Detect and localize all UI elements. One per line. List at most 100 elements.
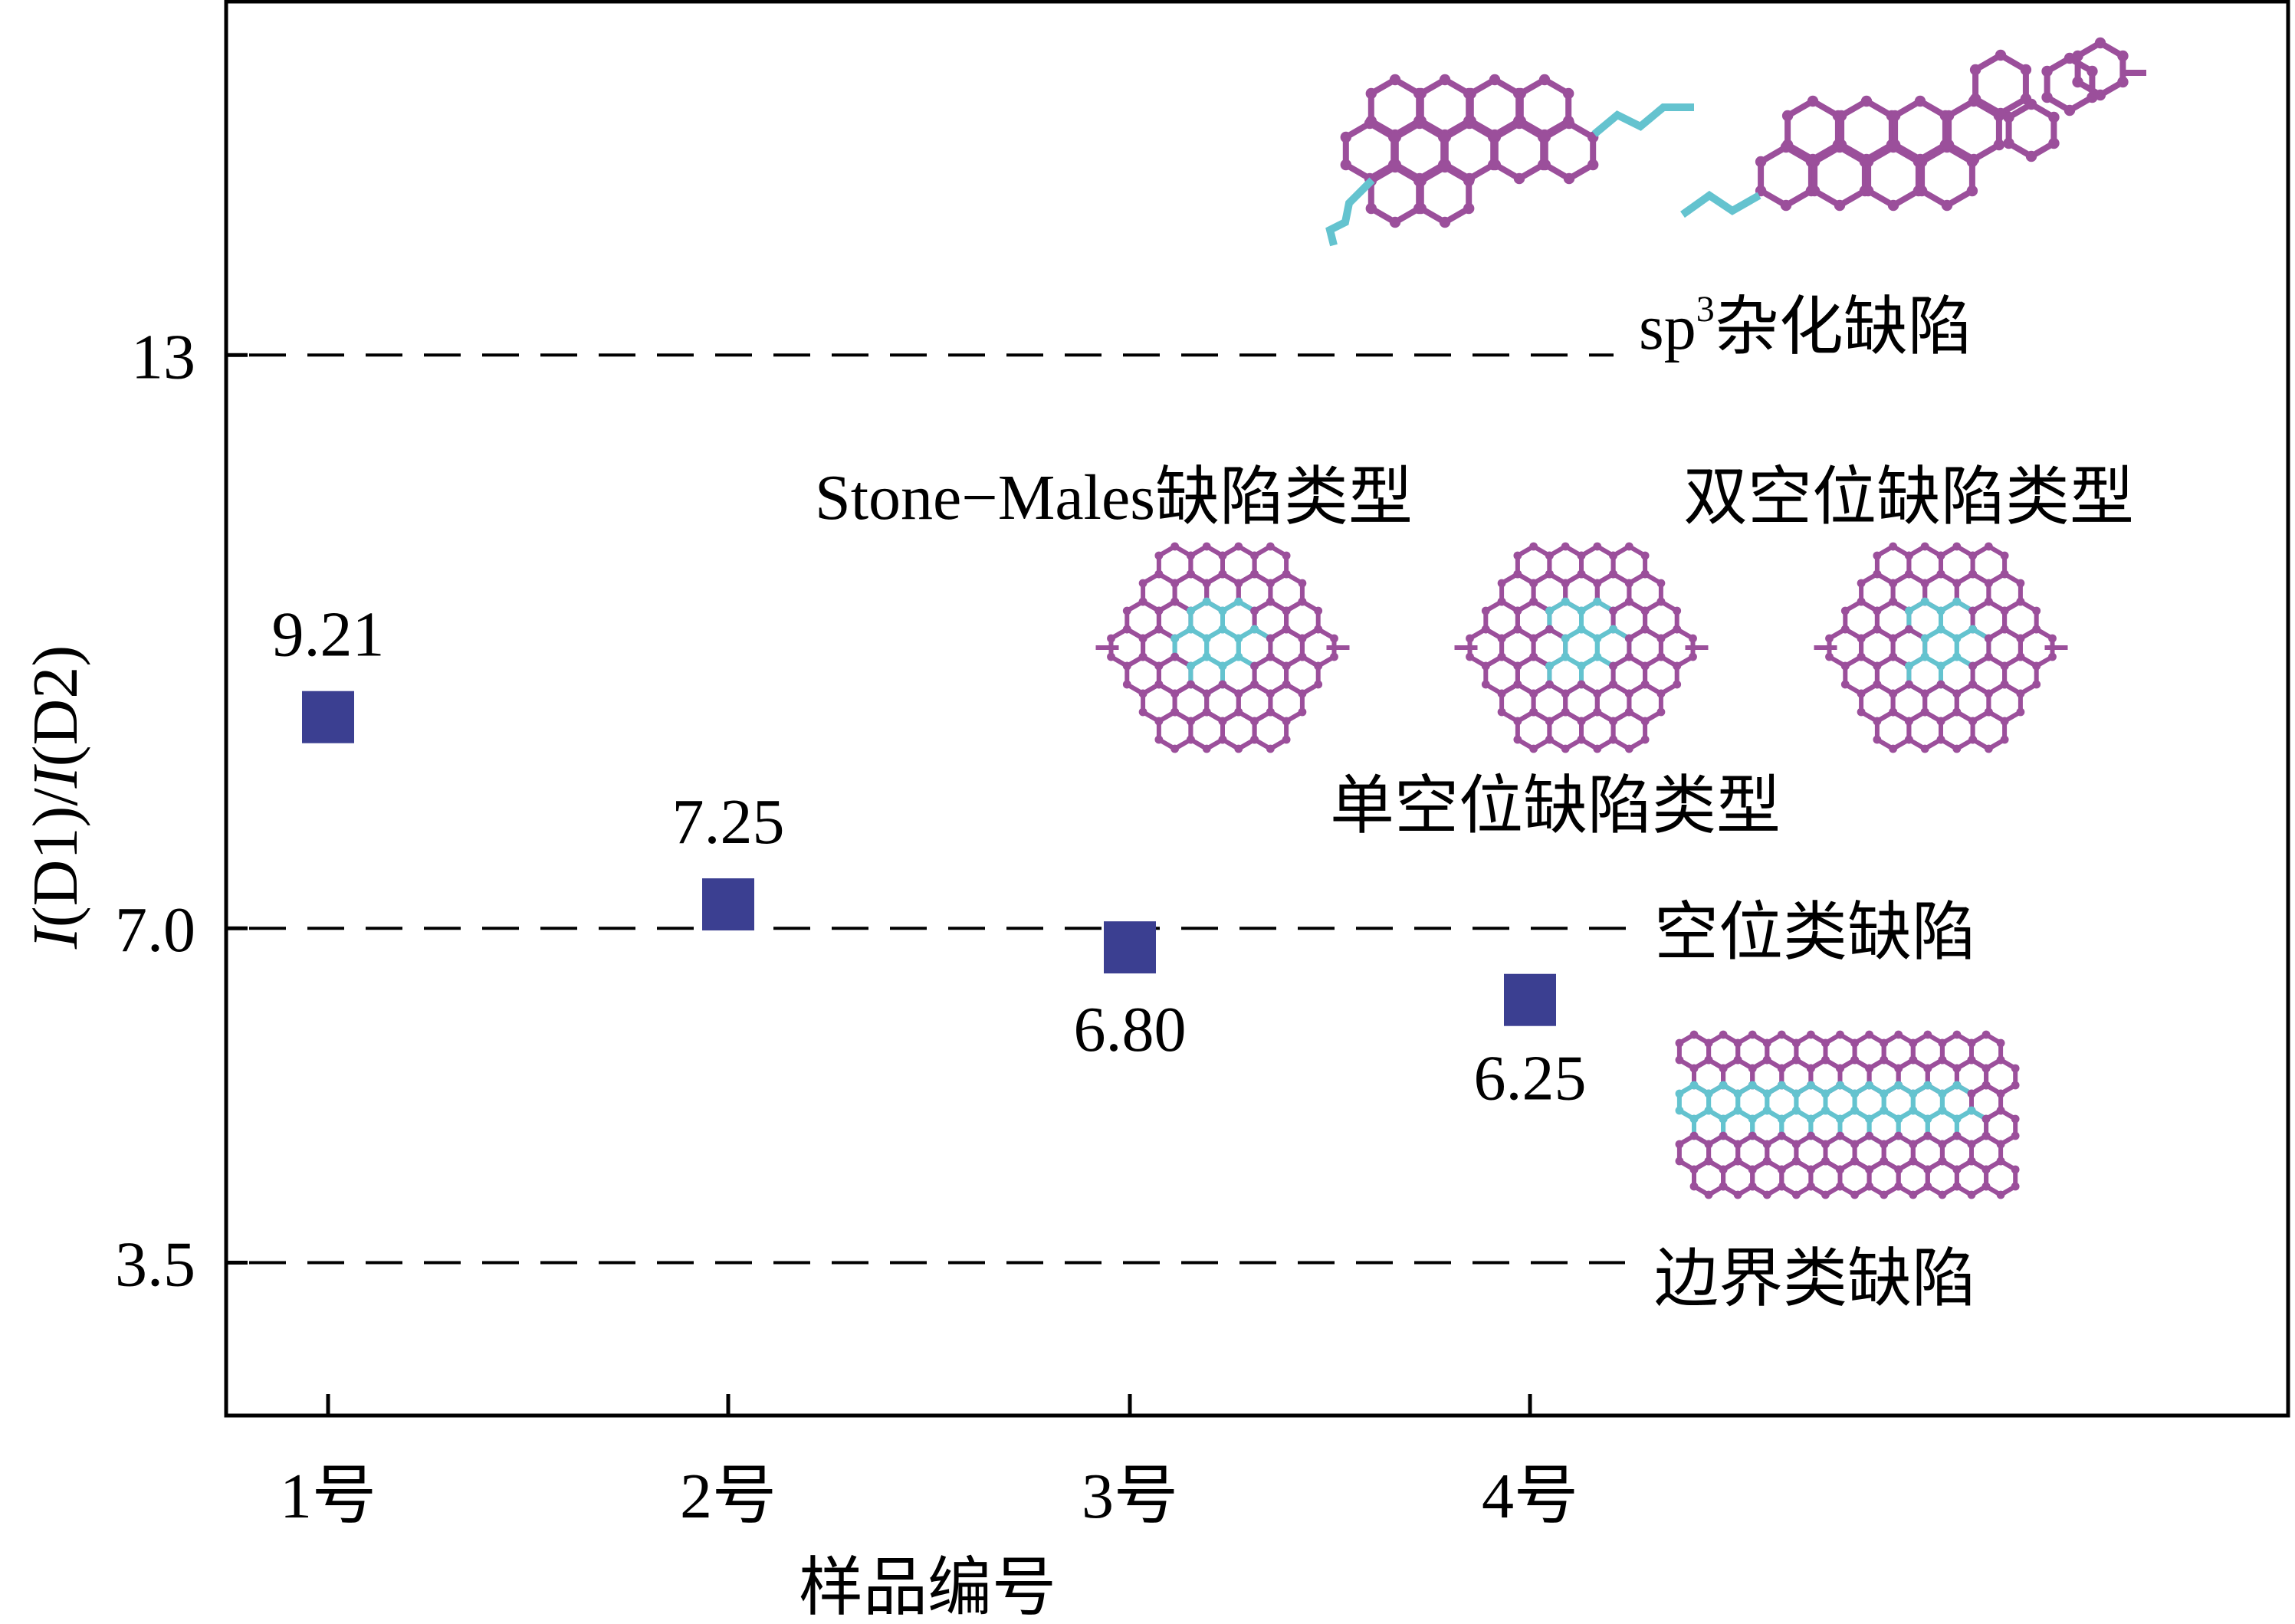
atom-node: [1952, 689, 1962, 698]
atom-node: [1689, 1114, 1699, 1124]
atom-node: [1952, 1182, 1962, 1191]
atom-node: [1969, 93, 1981, 105]
atom-node: [1154, 661, 1164, 671]
atom-node: [1466, 634, 1474, 643]
atom-node: [1923, 1064, 1932, 1073]
atom-node: [1733, 1156, 1742, 1166]
hexagon-ring: [1541, 120, 1597, 182]
atom-node: [1850, 1038, 1859, 1048]
atom-node: [1497, 689, 1506, 698]
atom-node: [1889, 652, 1898, 661]
atom-node: [1920, 579, 1929, 588]
atom-node: [1984, 707, 1993, 717]
atom-node: [1218, 717, 1227, 726]
atom-node: [1282, 680, 1291, 689]
hexagon-ring: [1779, 1158, 1814, 1198]
hexagon-ring: [1784, 97, 1841, 163]
atom-node: [1821, 1038, 1830, 1048]
atom-node: [1920, 542, 1929, 551]
atom-node: [1689, 1165, 1699, 1174]
sp3-defect-molecule-illustration-b: [1680, 37, 2146, 218]
atom-node: [2011, 1081, 2020, 1090]
annotation-stone-males: Stone−Males缺陷类型: [815, 462, 1413, 533]
atom-node: [1860, 95, 1873, 107]
atom-node: [1857, 707, 1866, 717]
atom-node: [2011, 1165, 2020, 1174]
atom-node: [1250, 606, 1259, 615]
atom-node: [1780, 199, 1792, 212]
x-axis-title: 样品编号: [799, 1553, 1056, 1624]
atom-node: [1593, 689, 1602, 698]
atom-node: [1513, 172, 1525, 185]
atom-node: [1923, 1182, 1932, 1191]
annotation-single-vacancy: 单空位缺陷类型: [1330, 771, 1781, 842]
atom-node: [1640, 735, 1650, 744]
atom-node: [1561, 744, 1570, 753]
atom-node: [1938, 1106, 1947, 1115]
atom-node: [1689, 1182, 1699, 1191]
atom-node: [1938, 1089, 1947, 1098]
atom-node: [1250, 717, 1259, 726]
atom-node: [1762, 1106, 1771, 1115]
reference-lines: [249, 353, 1629, 1265]
bond-chain: [1325, 177, 1375, 247]
atom-node: [1777, 1114, 1786, 1124]
y-tick-label: 13: [131, 321, 195, 392]
atom-node: [1719, 1165, 1728, 1174]
atom-node: [1202, 579, 1211, 588]
atom-node: [1984, 689, 1993, 698]
atom-node: [1561, 652, 1570, 661]
atom-node: [1909, 1038, 1918, 1048]
atom-node: [1340, 159, 1352, 171]
atom-node: [1577, 680, 1586, 689]
atom-node: [1298, 634, 1307, 643]
atom-node: [1545, 735, 1554, 744]
atom-node: [1497, 634, 1506, 643]
atom-node: [1873, 551, 1882, 560]
atom-node: [1545, 680, 1554, 689]
atom-node: [2064, 104, 2076, 116]
atom-node: [1791, 1156, 1801, 1166]
atom-node: [1154, 625, 1164, 634]
atom-node: [1593, 652, 1602, 661]
atom-node: [1266, 597, 1275, 606]
atom-node: [1675, 1156, 1684, 1166]
atom-node: [1107, 634, 1115, 643]
atom-node: [1689, 1064, 1699, 1073]
atom-node: [1873, 680, 1882, 689]
atom-node: [1154, 717, 1164, 726]
hexagon-ring: [2005, 100, 2057, 160]
atom-node: [1577, 717, 1586, 726]
atom-node: [2094, 37, 2106, 49]
atom-node: [1704, 1038, 1713, 1048]
atom-node: [1593, 744, 1602, 753]
hexagon-ring: [1970, 709, 2008, 752]
data-label: 6.80: [1074, 994, 1187, 1065]
atom-node: [1777, 1165, 1786, 1174]
atom-node: [1894, 1165, 1903, 1174]
atom-node: [1719, 1064, 1728, 1073]
atom-node: [1880, 1038, 1889, 1048]
atom-node: [2032, 661, 2041, 671]
atom-node: [1561, 542, 1570, 551]
atom-node: [1314, 606, 1323, 615]
atom-node: [1563, 172, 1575, 185]
atom-node: [1936, 717, 1945, 726]
atom-node: [1202, 689, 1211, 698]
atom-node: [1122, 606, 1131, 615]
atom-node: [1733, 1106, 1742, 1115]
hexagon-ring: [1610, 709, 1648, 752]
atom-node: [1938, 1038, 1947, 1048]
atom-node: [1952, 542, 1962, 551]
atom-node: [1755, 156, 1767, 168]
atom-node: [2011, 1064, 2020, 1073]
atom-node: [1920, 744, 1929, 753]
atom-node: [1170, 744, 1180, 753]
atom-node: [1762, 1038, 1771, 1048]
atom-node: [1465, 115, 1477, 127]
atom-node: [1545, 606, 1554, 615]
stone-wales-defect-illustration: [1095, 542, 1350, 753]
atom-node: [1748, 1131, 1757, 1140]
atom-node: [1545, 661, 1554, 671]
